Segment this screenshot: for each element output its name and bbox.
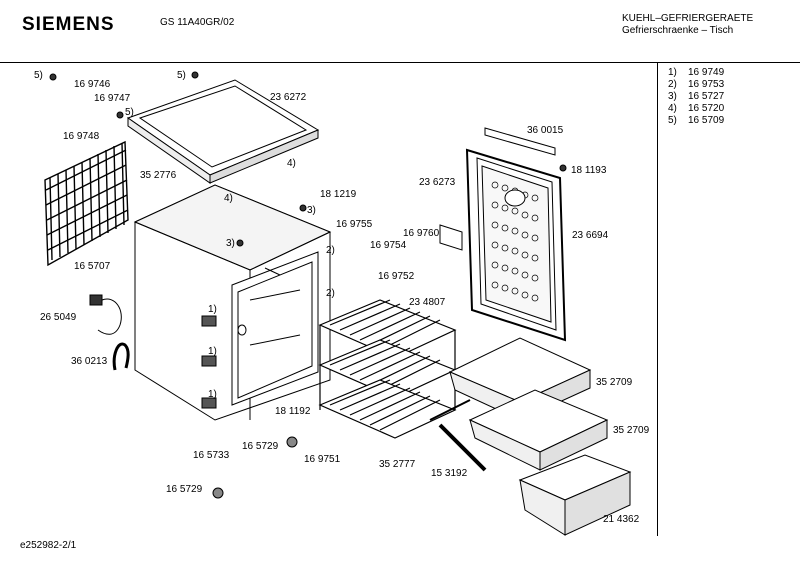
part-label: 16 9746 [74, 79, 111, 90]
frame-divider-line [657, 62, 658, 536]
part-label: 18 1219 [320, 189, 357, 200]
part-label: 36 0015 [527, 125, 564, 136]
part-label: 35 2709 [596, 377, 633, 388]
drain-tube [112, 342, 130, 371]
door-handle [484, 127, 556, 156]
part-label: 1) [208, 304, 217, 315]
part-label: 35 2709 [613, 425, 650, 436]
legend-item: 2)16 9753 [668, 79, 725, 90]
part-label: 1) [208, 389, 217, 400]
drawer-bottom [518, 454, 632, 536]
freezer-door [465, 148, 567, 342]
hinge-parts [201, 315, 217, 409]
legend-item: 5)16 5709 [668, 115, 725, 126]
small-plate [439, 224, 463, 251]
power-cord [89, 294, 122, 335]
part-label: 5) [177, 70, 186, 81]
part-label: 16 5707 [74, 261, 111, 272]
part-label: 35 2777 [379, 459, 416, 470]
part-label: 3) [226, 238, 235, 249]
part-label: 16 9754 [370, 240, 407, 251]
evaporator-shelves [318, 299, 457, 439]
part-label: 16 9751 [304, 454, 341, 465]
part-label: 23 4807 [409, 297, 446, 308]
part-label: 16 5729 [242, 441, 279, 452]
category-subtitle: Gefrierschraenke – Tisch [622, 25, 734, 36]
part-label: 18 1192 [275, 406, 311, 417]
part-label: 15 3192 [431, 468, 468, 479]
part-label: 21 4362 [603, 514, 640, 525]
part-label: 16 9760 [403, 228, 440, 239]
fasteners [49, 71, 567, 499]
part-label: 23 6694 [572, 230, 609, 241]
legend-item: 1)16 9749 [668, 67, 725, 78]
part-label: 1) [208, 346, 217, 357]
legend-item: 4)16 5720 [668, 103, 725, 114]
cabinet-body [133, 184, 332, 421]
part-label: 18 1193 [571, 165, 607, 176]
model-number: GS 11A40GR/02 [160, 17, 235, 28]
part-label: 35 2776 [140, 170, 177, 181]
part-label: 5) [34, 70, 43, 81]
part-label: 23 6273 [419, 177, 456, 188]
part-label: 16 5733 [193, 450, 230, 461]
brand-logo: SIEMENS [22, 14, 115, 35]
part-label: 26 5049 [40, 312, 77, 323]
part-label: 16 9752 [378, 271, 415, 282]
tube-153192 [438, 423, 487, 472]
category-title: KUEHL–GEFRIERGERAETE [622, 13, 754, 24]
part-label: 2) [326, 288, 335, 299]
tube-352777 [429, 399, 471, 421]
top-cover [126, 79, 320, 184]
part-label: 16 9747 [94, 93, 131, 104]
drawer-middle [468, 389, 609, 471]
part-label: 16 5729 [166, 484, 203, 495]
part-label: 16 9755 [336, 219, 373, 230]
part-label: 3) [307, 205, 316, 216]
document-id: e252982-2/1 [20, 540, 77, 551]
part-label: 36 0213 [71, 356, 108, 367]
part-label: 23 6272 [270, 92, 307, 103]
frame-top-line [0, 62, 800, 63]
condenser-coil [44, 140, 129, 267]
legend-list: 1)16 9749 2)16 9753 3)16 5727 4)16 5720 … [668, 67, 724, 127]
part-label: 4) [287, 158, 296, 169]
part-label: 2) [326, 245, 335, 256]
legend-item: 3)16 5727 [668, 91, 725, 102]
part-label: 16 9748 [63, 131, 100, 142]
part-label: 4) [224, 193, 233, 204]
part-label: 5) [125, 107, 134, 118]
